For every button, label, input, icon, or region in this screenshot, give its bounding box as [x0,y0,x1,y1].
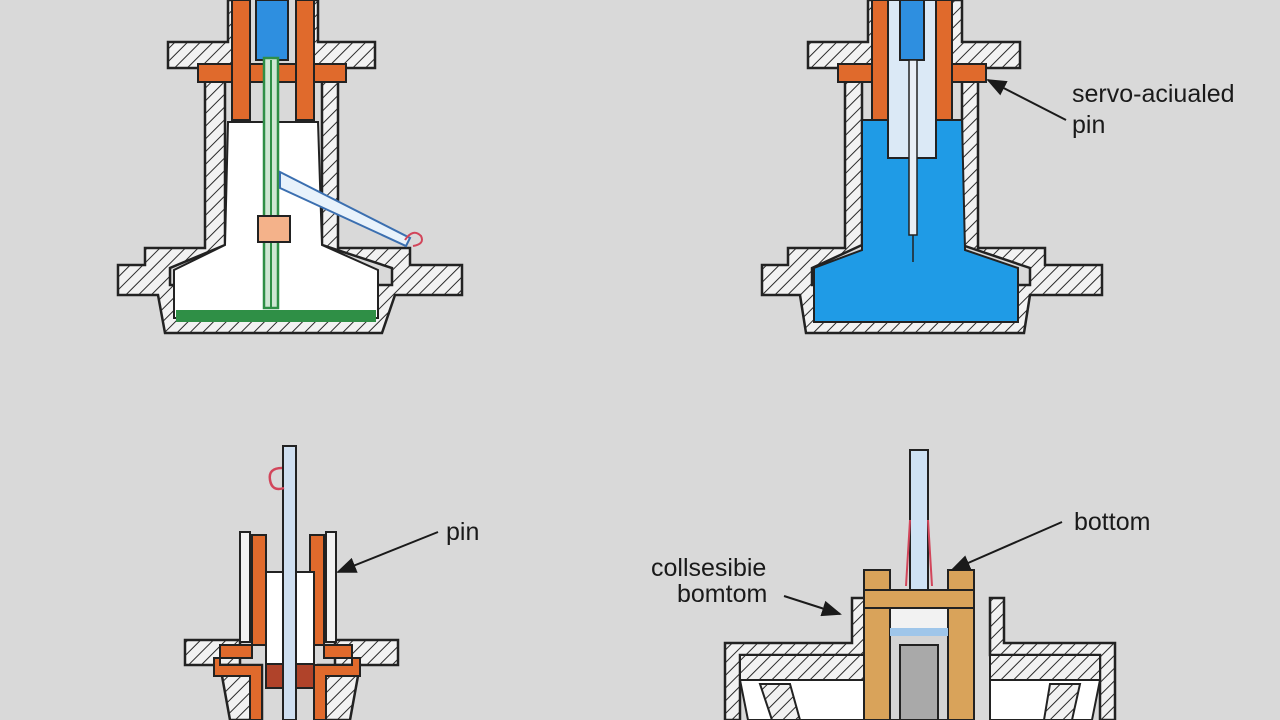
blue-pin [899,0,925,61]
pin-flare-icon [905,519,933,587]
servo-pin-label-line1: servo-aciualed [1072,80,1235,108]
servo-pin-label-line2: pin [1072,111,1105,139]
collapsible-bottom [889,607,949,631]
servo-pin [908,59,918,236]
bottom-label: bottom [1074,508,1150,536]
blue-pin [255,0,289,61]
probe-tip-icon [404,231,423,247]
white-chamber [738,679,1102,720]
panel-bottom-left: pin [183,445,479,720]
panel-top-left [116,0,464,335]
top-pin [909,449,929,591]
green-liquid [176,310,376,322]
panel-top-right: servo-aciualed pin [760,0,1235,335]
hatched-wedges [758,683,1082,720]
collapsible-label-line1: collsesibie [651,554,766,582]
tan-top-bar [863,589,975,609]
pin-tip-icon [268,466,285,491]
outer-wall-right [325,531,337,643]
copper-sleeve-right [309,534,361,720]
copper-sleeve-left [231,0,251,121]
angled-probe [279,170,412,248]
pin-tip [257,215,291,243]
servo-leader-arrow [986,79,1067,121]
central-pin [282,445,297,720]
copper-sleeve-right [295,0,315,121]
outer-wall-left [239,531,251,643]
copper-sleeve-right [935,0,953,121]
pin-leader-arrow [336,531,439,573]
panel-bottom-right: bottom collsesibie bomtom [651,449,1150,720]
blue-band [890,628,948,636]
copper-sleeve-left [871,0,889,121]
collapsible-label-line2: bomtom [677,580,767,608]
bottom-leader-arrow [950,521,1063,571]
gray-core [899,644,939,720]
collapsible-leader-arrow [783,595,842,617]
pin-label: pin [446,518,479,546]
